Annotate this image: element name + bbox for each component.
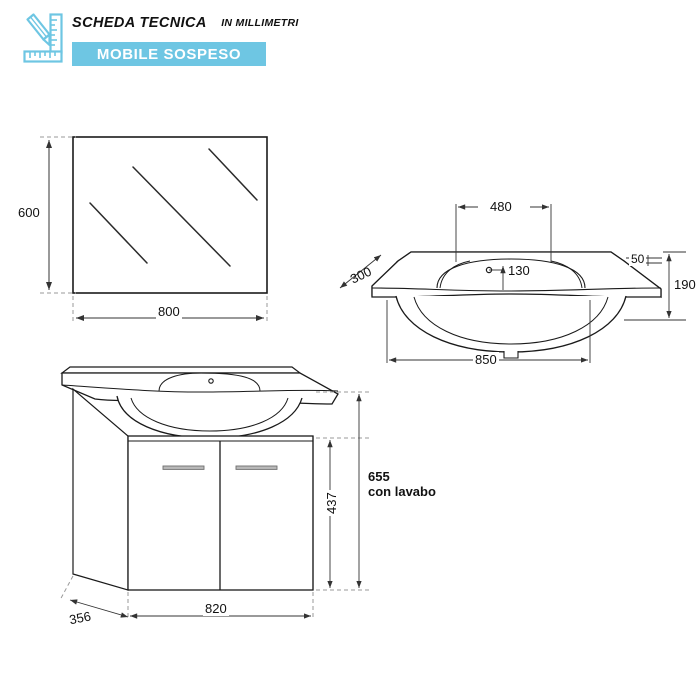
- mirror-height-label: 600: [16, 205, 42, 220]
- washbasin-480-dimension: [455, 204, 552, 262]
- washbasin-480-label: 480: [488, 199, 514, 214]
- washbasin-300-dimension: [339, 254, 382, 289]
- washbasin-190-label: 190: [672, 277, 698, 292]
- cabinet-437-label: 437: [324, 490, 339, 516]
- cabinet-356-dimension: [69, 599, 129, 618]
- product-banner-label: MOBILE SOSPESO: [96, 45, 242, 63]
- mirror-width-label: 800: [156, 304, 182, 319]
- mirror-reflection-lines: [89, 148, 258, 267]
- mirror-extension-lines: [40, 136, 268, 322]
- washbasin-130-label: 130: [506, 263, 532, 278]
- cabinet-655-note: con lavabo: [366, 484, 438, 499]
- page-title: SCHEDA TECNICA: [72, 15, 207, 31]
- door-handles: [162, 465, 278, 470]
- cabinet-820-label: 820: [203, 601, 229, 616]
- cabinet-655-label: 655: [366, 469, 392, 484]
- product-banner: MOBILE SOSPESO: [72, 42, 266, 66]
- washbasin-50-label: 50: [629, 252, 647, 266]
- pencil-ruler-icon: [23, 13, 63, 63]
- mirror-drawing: [40, 136, 268, 322]
- cabinet-drawing: [59, 366, 372, 620]
- header: SCHEDA TECNICA IN MILLIMETRI MOBILE SOSP…: [0, 0, 700, 80]
- washbasin-190-dimension: [624, 251, 686, 321]
- washbasin-drawing: [339, 204, 686, 363]
- washbasin-130-dimension: [489, 266, 506, 290]
- units-subtitle: IN MILLIMETRI: [221, 17, 299, 29]
- washbasin-850-label: 850: [473, 352, 499, 367]
- title-row: SCHEDA TECNICA IN MILLIMETRI: [72, 14, 299, 32]
- cabinet-extension-lines: [59, 391, 372, 620]
